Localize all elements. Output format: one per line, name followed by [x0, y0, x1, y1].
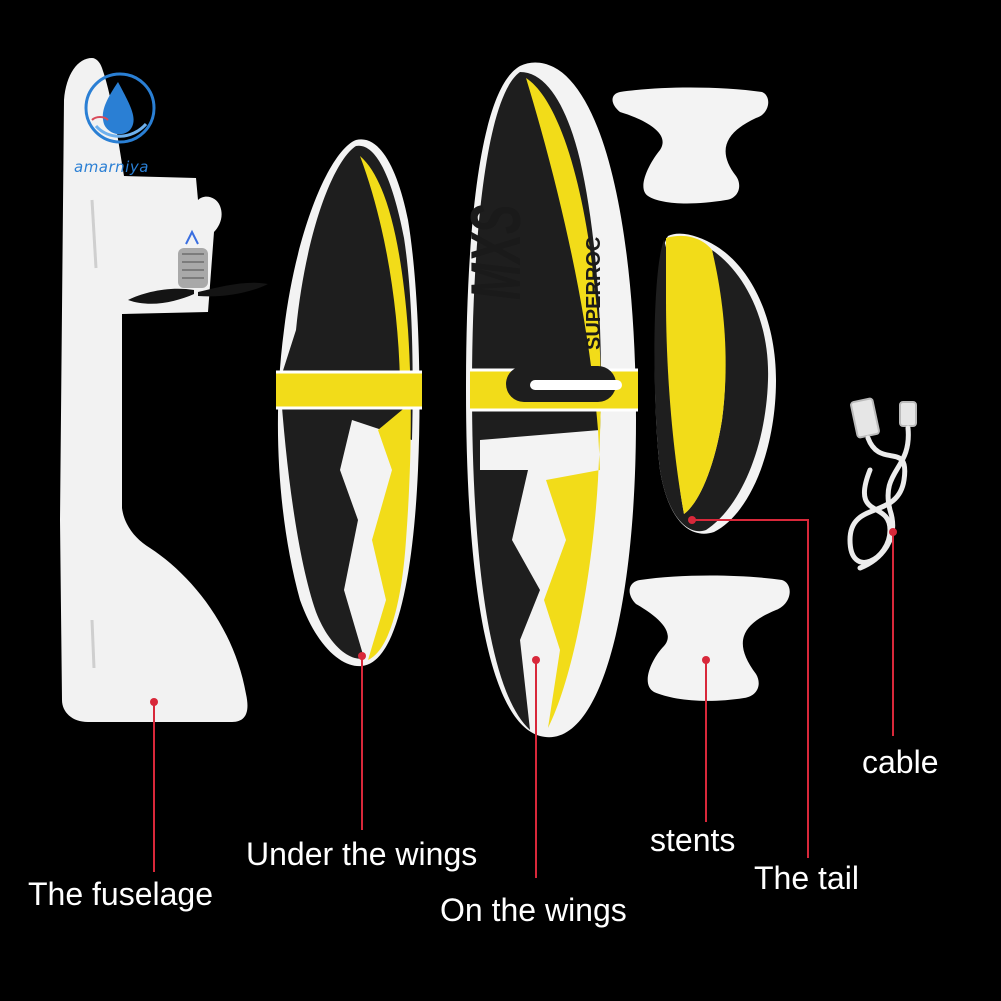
pointer-fuselage [150, 698, 158, 872]
propeller [128, 282, 268, 304]
main-wing: MXS SUPERROC [458, 62, 638, 738]
pointer-lines [150, 516, 897, 878]
pointer-stents [702, 656, 710, 822]
stent-bottom [629, 575, 790, 701]
stent-top [612, 87, 769, 204]
label-under-wings: Under the wings [246, 836, 478, 872]
water-drop-logo-icon [84, 72, 156, 144]
pointer-on-wings [532, 656, 540, 878]
label-tail: The tail [754, 860, 859, 896]
label-on-wings: On the wings [440, 892, 627, 928]
fuselage [60, 58, 268, 722]
under-wing [276, 139, 422, 667]
label-stents: stents [650, 822, 736, 858]
pointer-cable [889, 528, 897, 736]
wing-print-model: MXS [458, 205, 536, 300]
usb-cable [847, 397, 917, 571]
label-cable: cable [862, 744, 939, 780]
brand-name: amarniya [74, 158, 149, 176]
label-fuselage: The fuselage [28, 876, 214, 912]
pointer-tail [688, 516, 809, 858]
wing-print-maker: SUPERROC [583, 237, 605, 350]
pointer-under-wings [358, 652, 366, 830]
tail [654, 233, 776, 534]
